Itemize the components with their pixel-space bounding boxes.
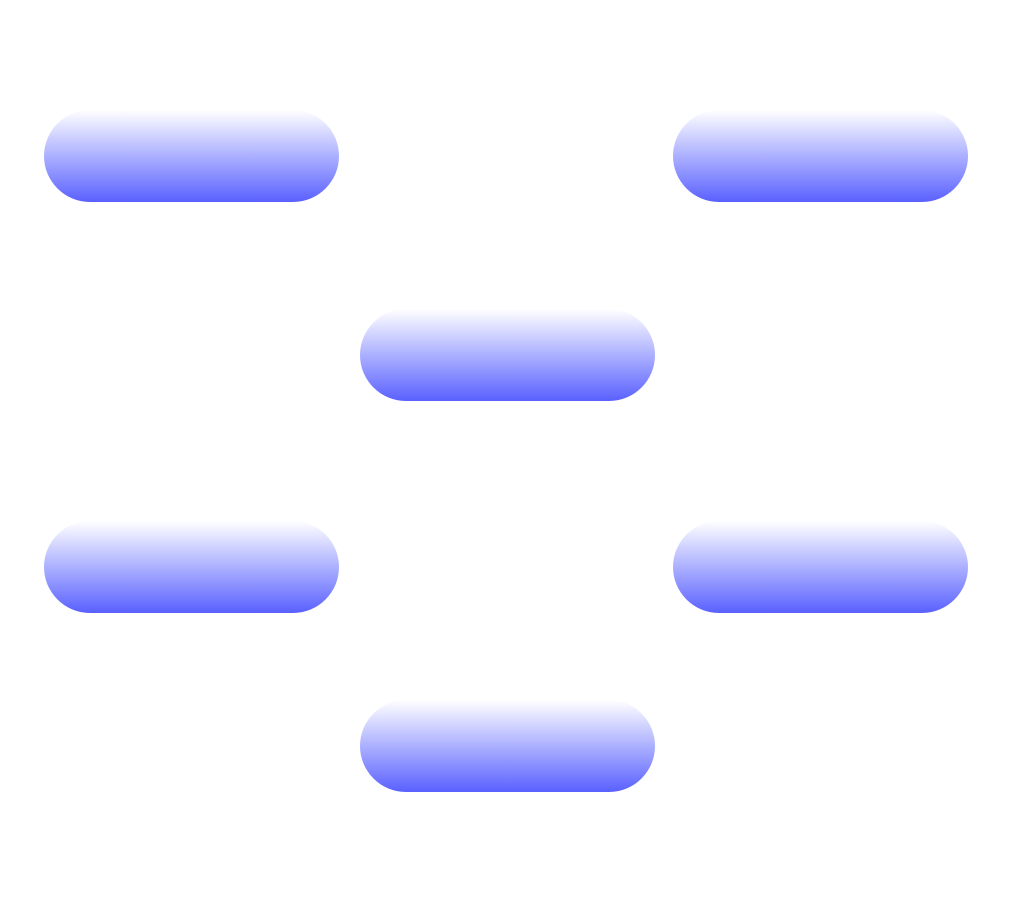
pill-button-bottom-right[interactable] — [673, 521, 968, 613]
pill-button-lower-center[interactable] — [360, 700, 655, 792]
pill-button-upper-center[interactable] — [360, 309, 655, 401]
pill-button-top-right[interactable] — [673, 110, 968, 202]
pill-button-bottom-left[interactable] — [44, 521, 339, 613]
pill-button-top-left[interactable] — [44, 110, 339, 202]
